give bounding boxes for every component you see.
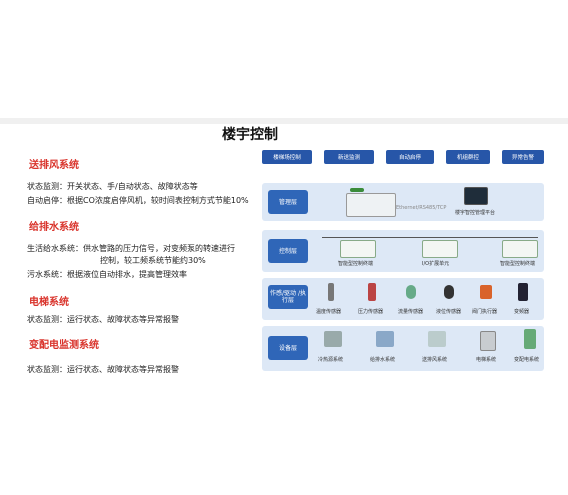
equipment-label-2: 给排水系统	[370, 357, 396, 363]
equipment-label-5: 变配电系统	[514, 357, 540, 363]
sensor-label-2: 压力传感器	[358, 309, 384, 315]
top-button-2[interactable]: 新送监测	[324, 150, 374, 164]
control-device-label-1: 智能型控制终端	[338, 261, 374, 267]
management-layer	[262, 183, 544, 221]
water-line-1: 生活给水系统：供水管路的压力信号，对变频泵的转速进行	[27, 244, 235, 253]
page-title: 楼宇控制	[222, 127, 278, 143]
ventilation-icon	[428, 331, 446, 347]
system-diagram: 楼梯场控制 新送监测 自动启停 机组群控 异常告警 管理层 Ethernet/R…	[262, 145, 544, 373]
sensor-label-3: 流量传感器	[398, 309, 424, 315]
top-button-5[interactable]: 异常告警	[502, 150, 544, 164]
power-distribution-icon	[524, 329, 536, 349]
equipment-layer	[262, 326, 544, 371]
top-button-4[interactable]: 机组群控	[446, 150, 490, 164]
server-status-led	[350, 188, 364, 192]
level-sensor-icon	[444, 285, 454, 299]
top-button-1[interactable]: 楼梯场控制	[262, 150, 312, 164]
io-expansion-unit	[422, 240, 458, 258]
ventilation-line-2: 自动启停：根据CO浓度启停风机，较时间表控制方式节能10%	[27, 196, 249, 205]
section-heading-ventilation: 送排风系统	[29, 160, 79, 171]
elevator-icon	[480, 331, 496, 351]
control-terminal-2	[502, 240, 538, 258]
elevator-line-1: 状态监测：运行状态、故障状态等异常报警	[27, 315, 179, 324]
control-layer-label: 控制层	[268, 239, 308, 263]
water-line-3: 污水系统：根据液位自动排水，提高管理效率	[27, 270, 187, 279]
sensor-label-4: 液位传感器	[436, 309, 462, 315]
section-heading-elevator: 电梯系统	[29, 297, 69, 308]
ventilation-line-1: 状态监测：开关状态、手/自动状态、故障状态等	[27, 182, 198, 191]
control-device-label-3: 智能型控制终端	[500, 261, 536, 267]
sensor-label-5: 阀门执行器	[472, 309, 498, 315]
inverter-icon	[518, 283, 528, 301]
pressure-sensor-icon	[368, 283, 376, 301]
control-terminal-1	[340, 240, 376, 258]
management-bus-label: Ethernet/RS485/TCP	[396, 205, 447, 211]
management-server	[346, 193, 396, 217]
equipment-label-3: 送排风系统	[422, 357, 448, 363]
sensor-label-1: 温度传感器	[316, 309, 342, 315]
valve-actuator-icon	[480, 285, 492, 299]
management-device-label: 楼宇智控管理平台	[455, 210, 496, 216]
management-layer-label: 管理层	[268, 190, 308, 214]
actuator-layer	[262, 278, 544, 320]
equipment-layer-label: 设备层	[268, 336, 308, 360]
water-line-2: 控制，较工频系统节能约30%	[100, 256, 206, 265]
section-heading-water: 给排水系统	[29, 222, 79, 233]
top-button-3[interactable]: 自动启停	[386, 150, 434, 164]
control-device-label-2: I/O扩展单元	[422, 261, 450, 267]
control-bus-line	[322, 237, 538, 238]
monitor-icon	[464, 187, 488, 205]
actuator-layer-label: 作感/驱动 /执行层	[268, 285, 308, 309]
section-heading-power: 变配电监测系统	[29, 340, 99, 351]
equipment-label-4: 电梯系统	[476, 357, 497, 363]
power-line-1: 状态监测：运行状态、故障状态等异常报警	[27, 365, 179, 374]
sensor-label-6: 变频器	[514, 309, 530, 315]
flow-sensor-icon	[406, 285, 416, 299]
equipment-label-1: 冷热源系统	[318, 357, 344, 363]
cooling-heating-icon	[324, 331, 342, 347]
water-supply-icon	[376, 331, 394, 347]
temperature-sensor-icon	[328, 283, 334, 301]
header-bar	[0, 118, 568, 124]
